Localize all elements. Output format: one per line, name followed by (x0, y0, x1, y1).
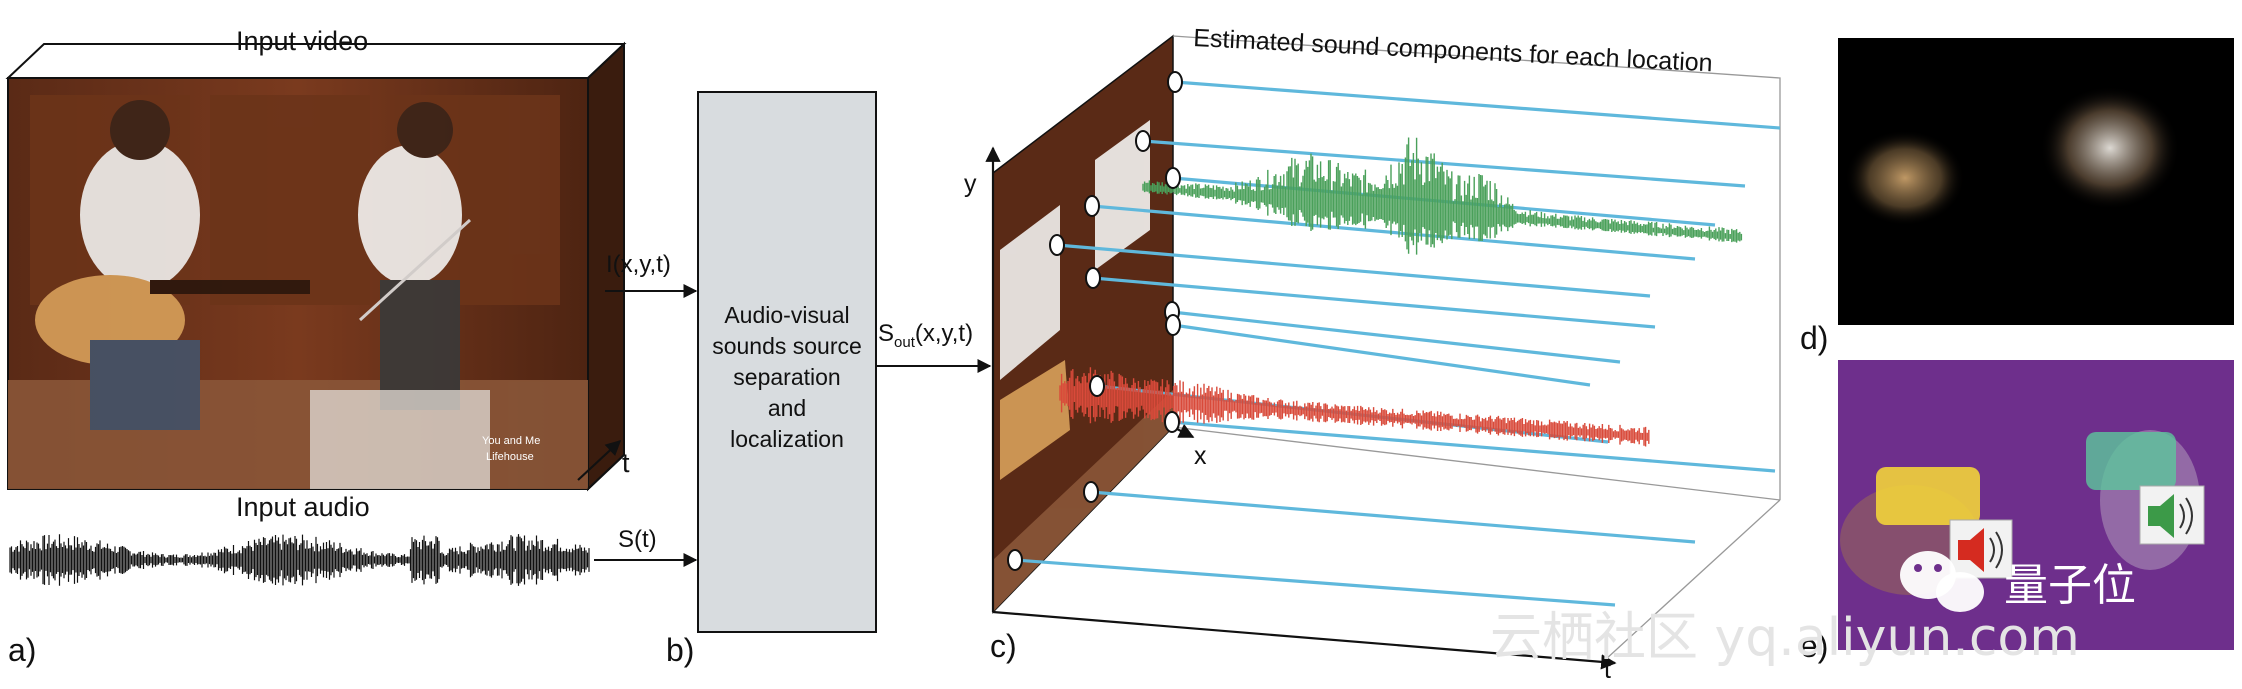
audio-signal-label: S(t) (618, 526, 657, 553)
input-audio-waveform (9, 534, 590, 586)
axis-t-label: t (1604, 656, 1611, 684)
location-marker (1165, 314, 1181, 336)
component-line (1171, 420, 1776, 473)
location-marker (1049, 234, 1065, 256)
output-signal-sub: out (894, 333, 915, 351)
video-caption-line1: You and Me (482, 435, 541, 447)
waveform-path (1142, 137, 1743, 255)
violin-highlight (2086, 432, 2176, 490)
location-marker (1084, 195, 1100, 217)
violin-speaker-icon (2139, 485, 2205, 545)
wechat-icon (1900, 551, 1984, 612)
output-signal-suffix: (x,y,t) (914, 320, 974, 347)
component-line (1172, 323, 1591, 387)
box-line: sounds source (712, 333, 862, 359)
location-marker (1164, 411, 1180, 433)
location-marker (1135, 130, 1151, 152)
component-line (1142, 139, 1746, 188)
input-video-title: Input video (236, 26, 369, 56)
video-caption-line2: Lifehouse (486, 451, 534, 463)
component-line (1056, 243, 1651, 298)
separation-box (697, 91, 877, 633)
video-signal-label: I(x,y,t) (606, 251, 671, 278)
location-marker (1089, 375, 1105, 397)
panel-c-label: c) (990, 628, 1017, 664)
site-watermark: 云栖社区 yq.aliyun.com (1490, 608, 2080, 668)
location-markers (1007, 71, 1183, 571)
guitar-sound-waveform (1059, 367, 1650, 447)
input-audio-title: Input audio (236, 492, 370, 522)
input-video-cube (5, 41, 627, 492)
component-line (1171, 310, 1621, 364)
component-line (1174, 80, 1781, 130)
side-video-frame (993, 120, 1173, 612)
component-line (1090, 490, 1696, 544)
panel-a-label: a) (8, 632, 37, 668)
location-marker (1083, 481, 1099, 503)
audio-waveform-path (9, 534, 590, 586)
video-frame-content (8, 95, 588, 489)
location-marker (1085, 267, 1101, 289)
guitar-highlight (1876, 467, 1980, 525)
output-signal-prefix: S (878, 320, 895, 347)
panel-e-label: e) (1800, 628, 1829, 664)
panel-d-label: d) (1800, 320, 1829, 356)
box-line: Audio-visual (724, 302, 850, 328)
component-line (1092, 276, 1656, 329)
waveform-path (1059, 367, 1650, 447)
component-line (1091, 204, 1696, 261)
video-t-axis-label: t (622, 448, 630, 478)
location-marker (1165, 167, 1181, 189)
component-line (1014, 558, 1616, 607)
axis-t-line (992, 610, 1617, 670)
location-marker (1167, 71, 1183, 93)
spatiotemporal-plot (985, 34, 1781, 670)
separation-box-text: Audio-visual sounds source separation an… (698, 300, 876, 455)
box-line: separation (733, 364, 841, 390)
axis-x-label: x (1194, 442, 1207, 470)
location-marker (1007, 549, 1023, 571)
violin-sound-waveform (1142, 137, 1743, 255)
output-signal-label: Sout(x,y,t) (878, 322, 973, 350)
box-line: localization (730, 426, 844, 452)
sound-overlay-frame (1838, 360, 2234, 650)
guitar-speaker-icon (1949, 519, 2013, 579)
panel-b-label: b) (666, 632, 695, 668)
box-line: and (767, 395, 807, 421)
localization-map (1838, 38, 2234, 325)
logo-watermark: 量子位 (2004, 560, 2136, 611)
axis-y-label: y (964, 170, 977, 198)
